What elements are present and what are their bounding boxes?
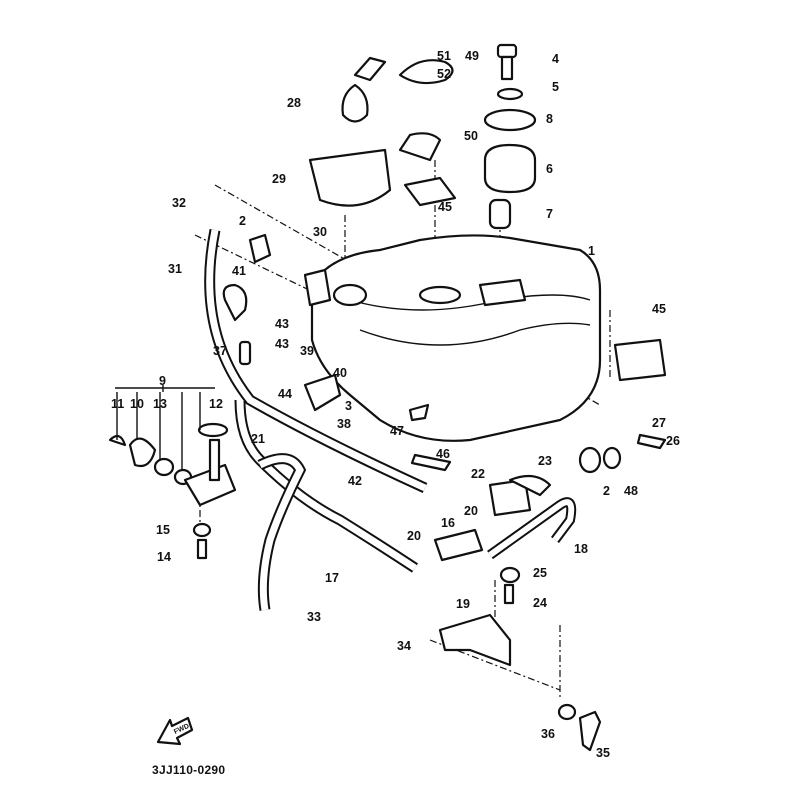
callout-17: 17 (325, 571, 339, 585)
callout-2: 2 (239, 214, 246, 228)
fuel-tank (303, 234, 602, 442)
callout-1: 1 (588, 244, 595, 258)
callout-25: 25 (533, 566, 547, 580)
small-parts (108, 43, 667, 752)
callout-22: 22 (471, 467, 485, 481)
callout-36: 36 (541, 727, 555, 741)
callout-41: 41 (232, 264, 246, 278)
callout-19: 19 (456, 597, 470, 611)
callout-3: 3 (345, 399, 352, 413)
callout-40: 40 (333, 366, 347, 380)
callout-7: 7 (546, 207, 553, 221)
callout-37: 37 (213, 344, 227, 358)
callout-13: 13 (153, 397, 167, 411)
callout-11: 11 (111, 397, 124, 411)
callout-50: 50 (464, 129, 478, 143)
callout-12: 12 (209, 397, 223, 411)
callout-43: 43 (275, 337, 289, 351)
callout-45: 45 (438, 200, 452, 214)
callout-27: 27 (652, 416, 666, 430)
callout-21: 21 (251, 432, 265, 446)
callout-44: 44 (278, 387, 292, 401)
callout-46: 46 (436, 447, 450, 461)
callout-2: 2 (603, 484, 610, 498)
callout-20: 20 (407, 529, 421, 543)
callout-18: 18 (574, 542, 588, 556)
front-arrow-icon: FWD (156, 716, 194, 746)
callout-45: 45 (652, 302, 666, 316)
callout-32: 32 (172, 196, 186, 210)
callout-26: 26 (666, 434, 680, 448)
callout-20: 20 (464, 504, 478, 518)
callout-6: 6 (546, 162, 553, 176)
callout-52: 52 (437, 67, 451, 81)
callout-39: 39 (300, 344, 314, 358)
callout-28: 28 (287, 96, 301, 110)
hoses (204, 228, 577, 611)
callout-9: 9 (159, 374, 166, 388)
callout-8: 8 (546, 112, 553, 126)
callout-29: 29 (272, 172, 286, 186)
callout-30: 30 (313, 225, 327, 239)
callout-47: 47 (390, 424, 404, 438)
drawing-number: 3JJ110-0290 (152, 763, 226, 777)
callout-38: 38 (337, 417, 351, 431)
callout-51: 51 (437, 49, 451, 63)
callout-43: 43 (275, 317, 289, 331)
leader-lines (115, 385, 215, 470)
callout-42: 42 (348, 474, 362, 488)
callout-24: 24 (533, 596, 547, 610)
callout-23: 23 (538, 454, 552, 468)
callout-5: 5 (552, 80, 559, 94)
callout-16: 16 (441, 516, 455, 530)
callout-49: 49 (465, 49, 479, 63)
callout-4: 4 (552, 52, 559, 66)
callout-10: 10 (130, 397, 144, 411)
callout-35: 35 (596, 746, 610, 760)
callout-15: 15 (156, 523, 170, 537)
callout-34: 34 (397, 639, 411, 653)
callout-31: 31 (168, 262, 182, 276)
callout-14: 14 (157, 550, 171, 564)
callout-48: 48 (624, 484, 638, 498)
callout-33: 33 (307, 610, 321, 624)
